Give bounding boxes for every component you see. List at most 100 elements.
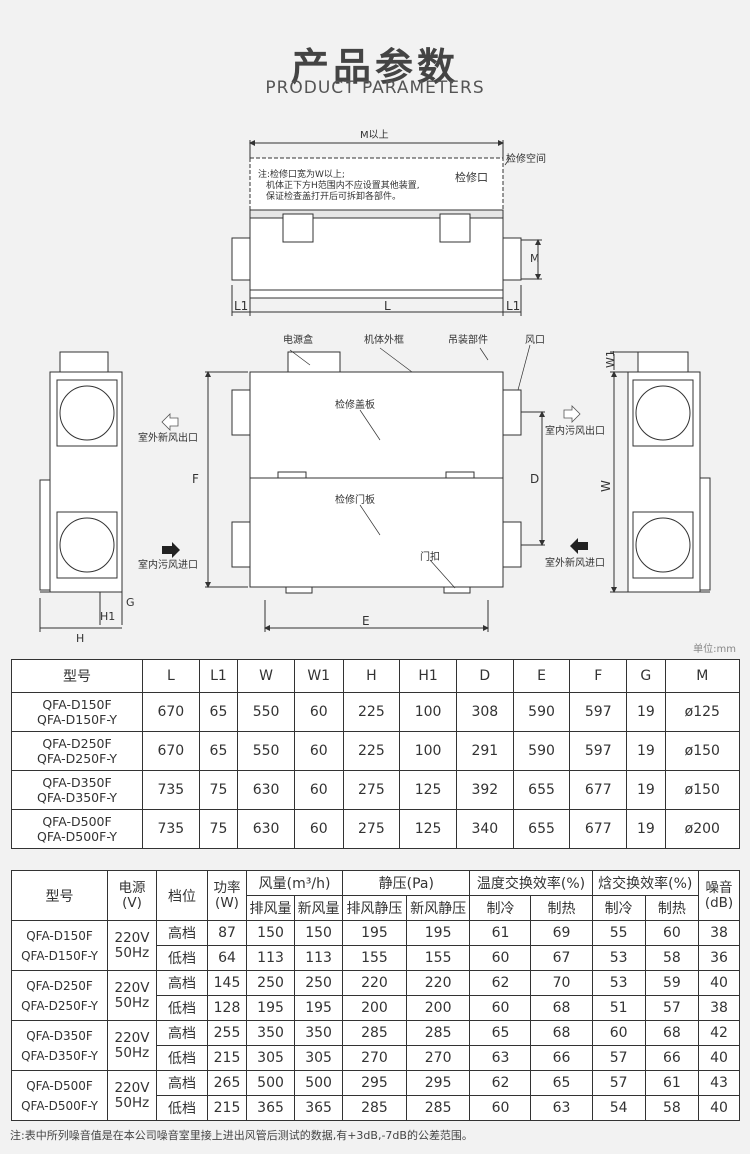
model-cell: QFA-D250F QFA-D250F-Y	[11, 970, 108, 1021]
table-cell: 66	[530, 1045, 593, 1071]
table-cell: 57	[591, 1045, 646, 1071]
table-cell: 735	[142, 809, 200, 849]
table-cell: 58	[644, 945, 700, 971]
label-door-latch: 门扣	[420, 550, 440, 563]
table-cell: 305	[245, 1045, 296, 1071]
col-header-temp-efficiency: 温度交换效率(%)	[469, 870, 593, 896]
table-cell: 285	[405, 1020, 471, 1046]
table-cell: 350	[294, 1020, 344, 1046]
table-cell: 60	[293, 809, 344, 849]
table-cell: 60	[293, 692, 344, 732]
table-cell: 392	[455, 770, 514, 810]
model-name: QFA-D500F	[26, 1078, 93, 1093]
col-subheader: 制冷	[469, 895, 532, 921]
table-cell: 255	[207, 1020, 247, 1046]
label-outdoor-fresh-in: 室外新风进口	[545, 556, 605, 569]
table-cell: 62	[469, 1070, 532, 1096]
dim-g: G	[126, 596, 135, 609]
table-cell: 59	[644, 970, 700, 996]
table-cell: 285	[342, 1095, 407, 1121]
table-cell: 250	[245, 970, 296, 996]
col-header: H1	[399, 659, 457, 693]
performance-table-subheader: 排风量 新风量 排风静压 新风静压 制冷 制热 制冷 制热	[12, 895, 740, 921]
label-power-box: 电源盒	[283, 333, 313, 346]
table-cell: 64	[207, 945, 247, 971]
col-subheader: 新风静压	[405, 895, 471, 921]
table-cell: 75	[198, 809, 239, 849]
model-name: QFA-D500F	[42, 814, 112, 829]
model-name: QFA-D250F	[42, 736, 112, 751]
col-header: 型号	[11, 659, 143, 693]
table-cell: 365	[294, 1095, 344, 1121]
label-indoor-dirty-in: 室内污风进口	[138, 558, 198, 571]
col-header-model: 型号	[11, 870, 108, 921]
table-cell: 350	[245, 1020, 296, 1046]
table-cell: 75	[198, 770, 239, 810]
model-name: QFA-D150F-Y	[36, 712, 117, 727]
table-cell: 40	[698, 1045, 740, 1071]
col-subheader: 排风静压	[342, 895, 407, 921]
table-cell: 285	[342, 1020, 407, 1046]
table-cell: 57	[644, 995, 700, 1021]
label-service-space: 检修空间	[506, 152, 546, 165]
dim-m: M	[530, 252, 540, 265]
col-subheader: 制热	[644, 895, 700, 921]
label-note-1: 注:检修口宽为W以上;	[258, 168, 345, 180]
model-name: QFA-D250F-Y	[21, 998, 98, 1013]
table-cell: 60	[644, 920, 700, 946]
table-cell: 270	[342, 1045, 407, 1071]
table-cell: 66	[644, 1045, 700, 1071]
col-header: M	[664, 659, 741, 693]
table-cell: 68	[530, 1020, 593, 1046]
col-subheader: 制冷	[591, 895, 646, 921]
power-source-cell: 220V 50Hz	[107, 970, 157, 1021]
col-subheader: 排风量	[245, 895, 296, 921]
gear-cell: 低档	[156, 1095, 208, 1121]
label-outdoor-fresh-out: 室外新风出口	[138, 431, 198, 444]
model-name: QFA-D500F-Y	[36, 829, 117, 844]
table-cell: 63	[469, 1045, 532, 1071]
table-cell: 53	[591, 945, 646, 971]
table-cell: 113	[294, 945, 344, 971]
dim-l: L	[384, 299, 391, 313]
table-cell: 60	[293, 770, 344, 810]
table-cell: 597	[569, 731, 628, 771]
model-name: QFA-D350F	[26, 1028, 93, 1043]
table-cell: 51	[591, 995, 646, 1021]
table-cell: 735	[142, 770, 200, 810]
label-indoor-dirty-out: 室内污风出口	[545, 424, 605, 437]
dim-d: D	[530, 472, 539, 486]
col-header: H	[342, 659, 401, 693]
col-header: G	[626, 659, 666, 693]
table-cell: 60	[469, 1095, 532, 1121]
table-cell: 36	[698, 945, 740, 971]
table-cell: 225	[342, 731, 401, 771]
model-name: QFA-D250F	[26, 978, 93, 993]
model-name: QFA-D350F	[42, 775, 112, 790]
col-header-source: 电源 (V)	[107, 870, 157, 921]
label-body-frame: 机体外框	[364, 333, 404, 346]
table-cell: 295	[405, 1070, 471, 1096]
table-cell: 69	[530, 920, 593, 946]
table-cell: 68	[530, 995, 593, 1021]
label-note-3: 保证检查盖打开后可拆卸各部件。	[266, 190, 401, 202]
table-cell: 630	[237, 770, 295, 810]
table-cell: 100	[399, 692, 457, 732]
col-header: L	[142, 659, 200, 693]
gear-cell: 高档	[156, 920, 208, 946]
table-cell: 62	[469, 970, 532, 996]
dim-h1: H1	[100, 610, 115, 623]
table-cell: 265	[207, 1070, 247, 1096]
table-cell: 340	[455, 809, 514, 849]
table-cell: 57	[591, 1070, 646, 1096]
model-name: QFA-D150F-Y	[21, 948, 98, 963]
table-cell: 38	[698, 995, 740, 1021]
